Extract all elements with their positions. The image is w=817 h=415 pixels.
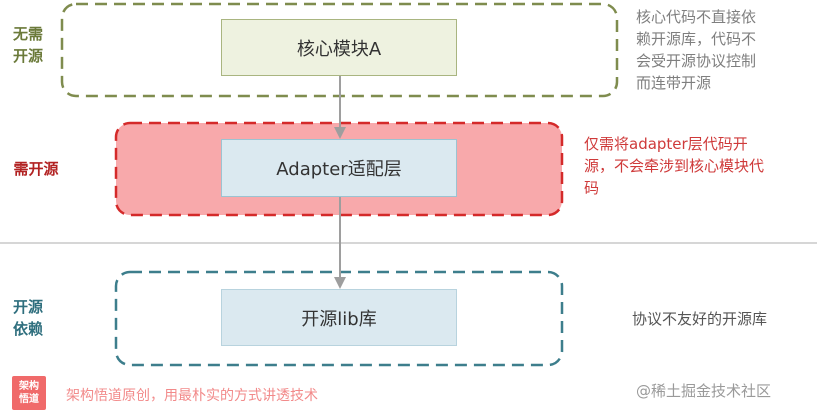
core-module-box: 核心模块A xyxy=(221,19,457,76)
row-label-no-open: 无需 开源 xyxy=(12,25,43,65)
arrow-core-to-adapter-head xyxy=(334,127,346,139)
adapter-layer-box: Adapter适配层 xyxy=(221,139,457,197)
watermark-text: @稀土掘金技术社区 xyxy=(636,382,772,400)
row-label-need-open: 需开源 xyxy=(13,160,59,178)
note-no-open: 核心代码不直接依 赖开源库，代码不 会受开源协议控制 而连带开源 xyxy=(636,8,757,92)
row-label-depend: 开源 依赖 xyxy=(12,298,43,338)
brand-logo: 架构 悟道 xyxy=(12,376,46,410)
open-source-lib-box: 开源lib库 xyxy=(221,289,457,346)
arrow-adapter-to-lib-head xyxy=(334,277,346,289)
footer-slogan: 架构悟道原创，用最朴实的方式讲透技术 xyxy=(66,388,318,404)
note-need-open: 仅需将adapter层代码开 源，不会牵涉到核心模块代 码 xyxy=(584,135,765,197)
note-depend: 协议不友好的开源库 xyxy=(632,310,768,328)
